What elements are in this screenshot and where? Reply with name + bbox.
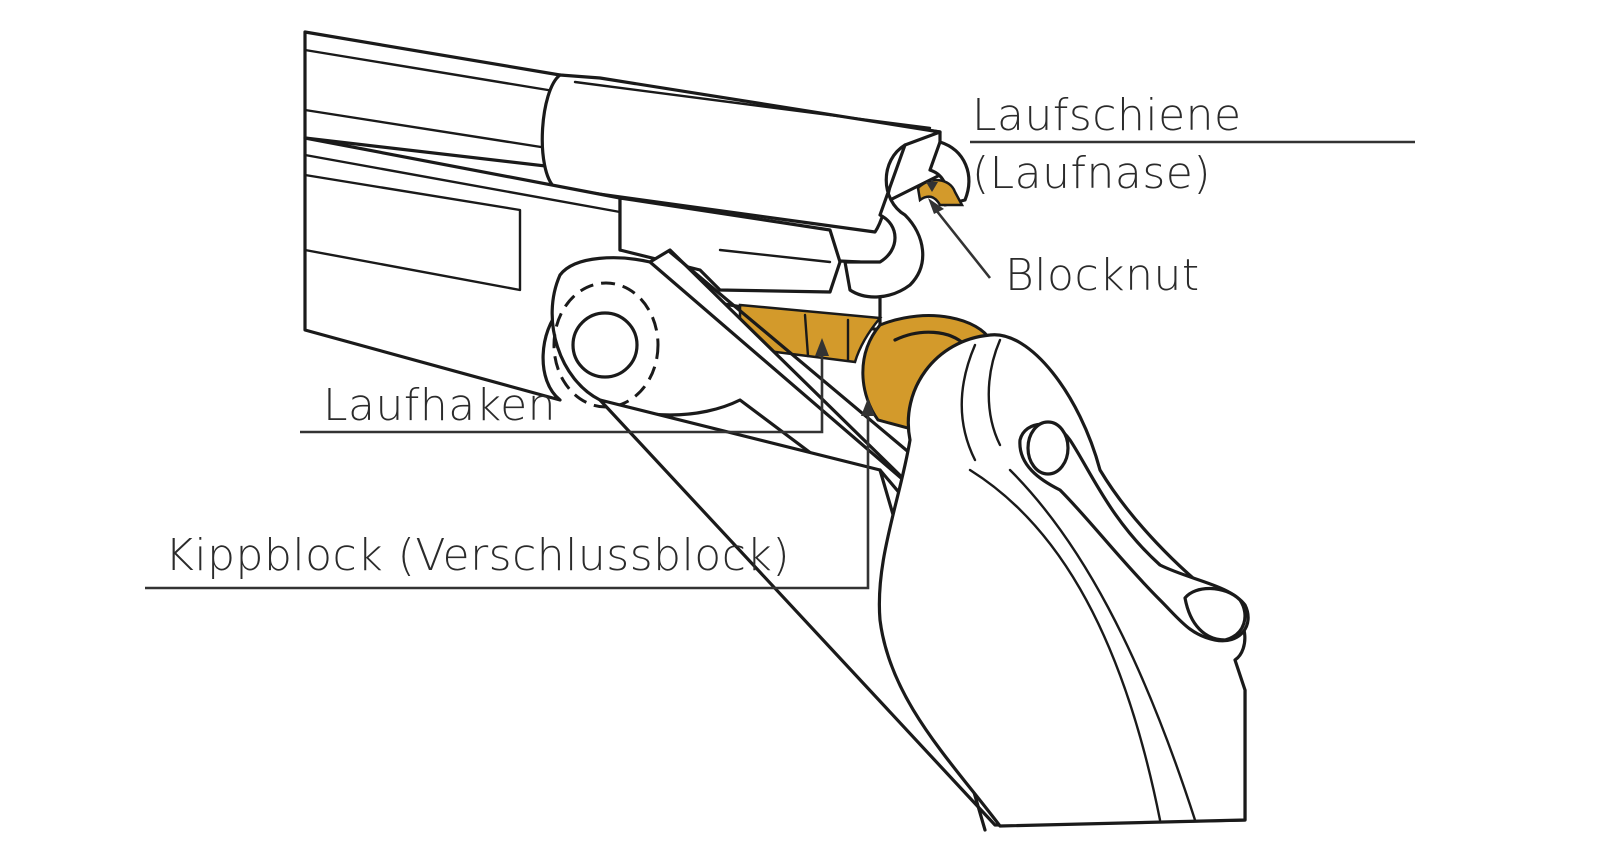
labels: Laufschiene (Laufnase) Blocknut Laufhake… [165, 90, 1242, 581]
leader-lines [145, 140, 1415, 590]
label-kippblock: Kippblock (Verschlussblock) [165, 530, 790, 581]
label-blocknut: Blocknut [1005, 250, 1200, 301]
label-laufschiene: Laufschiene [972, 90, 1242, 141]
blocknut-leader [930, 204, 992, 279]
laufhaken-arrowhead [815, 338, 829, 356]
laufnase-arrowhead [926, 182, 938, 192]
laufhaken-leader [300, 348, 824, 434]
label-laufnase: (Laufnase) [972, 148, 1211, 199]
kippblock-arrowhead [861, 398, 875, 416]
blocknut-arrowhead [928, 198, 944, 214]
kippblock-leader [145, 408, 870, 590]
receiver-action [550, 248, 1250, 832]
barrel-assembly [303, 30, 971, 402]
label-laufhaken: Laufhaken [323, 380, 556, 431]
